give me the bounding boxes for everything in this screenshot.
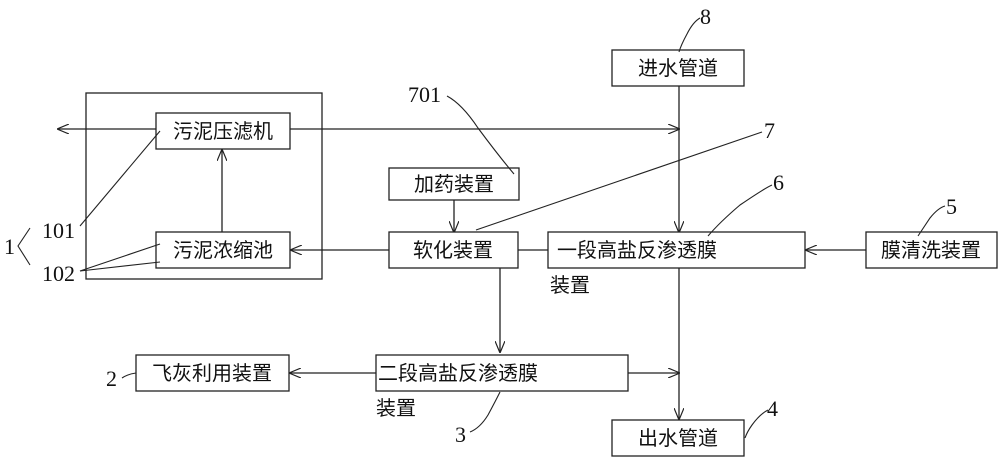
ref-5-leader xyxy=(917,205,946,237)
ref-1: 1 xyxy=(4,234,15,259)
ro1-label-line2: 装置 xyxy=(550,273,590,297)
thicken-label: 污泥浓缩池 xyxy=(173,238,273,262)
reference-leaders xyxy=(17,17,946,439)
box-flyash: 飞灰利用装置 xyxy=(135,354,290,392)
ref-8: 8 xyxy=(700,4,711,29)
inlet-label: 进水管道 xyxy=(638,56,718,80)
ref-3-leader xyxy=(469,391,501,433)
box-inlet: 进水管道 xyxy=(611,49,745,87)
ref-1-bracket xyxy=(17,227,31,266)
ref-102-leader-b xyxy=(79,261,161,272)
box-dosing: 加药装置 xyxy=(388,167,520,201)
ref-101-leader xyxy=(79,130,161,227)
press-label: 污泥压滤机 xyxy=(173,119,273,143)
ref-3: 3 xyxy=(455,422,466,447)
ref-701-leader xyxy=(446,95,515,175)
flyash-label: 飞灰利用装置 xyxy=(152,361,272,385)
box-membrane-clean: 膜清洗装置 xyxy=(865,231,998,269)
box-thicken: 污泥浓缩池 xyxy=(155,231,291,269)
connections xyxy=(58,86,866,419)
box-press: 污泥压滤机 xyxy=(155,112,291,150)
ref-101: 101 xyxy=(42,218,75,243)
ref-4-leader xyxy=(744,409,769,439)
ref-7: 7 xyxy=(764,118,775,143)
ref-6-leader xyxy=(707,184,773,237)
outlet-label: 出水管道 xyxy=(638,426,718,450)
box-soften: 软化装置 xyxy=(388,231,519,269)
soften-label: 软化装置 xyxy=(413,238,493,262)
ro2-label-line2: 装置 xyxy=(376,396,416,420)
dosing-label: 加药装置 xyxy=(414,172,494,196)
ref-102: 102 xyxy=(42,261,75,286)
ref-701: 701 xyxy=(408,82,441,107)
ref-2: 2 xyxy=(106,366,117,391)
ro1-label-line1: 一段高盐反渗透膜 xyxy=(557,238,717,262)
ref-5: 5 xyxy=(946,194,957,219)
ref-6: 6 xyxy=(773,170,784,195)
box-ro2: 二段高盐反渗透膜 装置 xyxy=(375,354,629,420)
membrane-clean-label: 膜清洗装置 xyxy=(881,238,981,262)
ref-8-leader xyxy=(678,17,701,53)
ref-102-leader-a xyxy=(79,243,161,272)
box-outlet: 出水管道 xyxy=(611,419,745,457)
ref-4: 4 xyxy=(767,396,778,421)
reference-numbers: 1 101 102 701 7 6 5 8 2 3 4 xyxy=(4,4,957,447)
ro2-label-line1: 二段高盐反渗透膜 xyxy=(378,361,538,385)
ref-7-leader xyxy=(475,131,763,231)
box-ro1: 一段高盐反渗透膜 装置 xyxy=(547,231,806,297)
ref-2-leader xyxy=(121,372,137,379)
sludge-unit-frame xyxy=(85,92,323,280)
